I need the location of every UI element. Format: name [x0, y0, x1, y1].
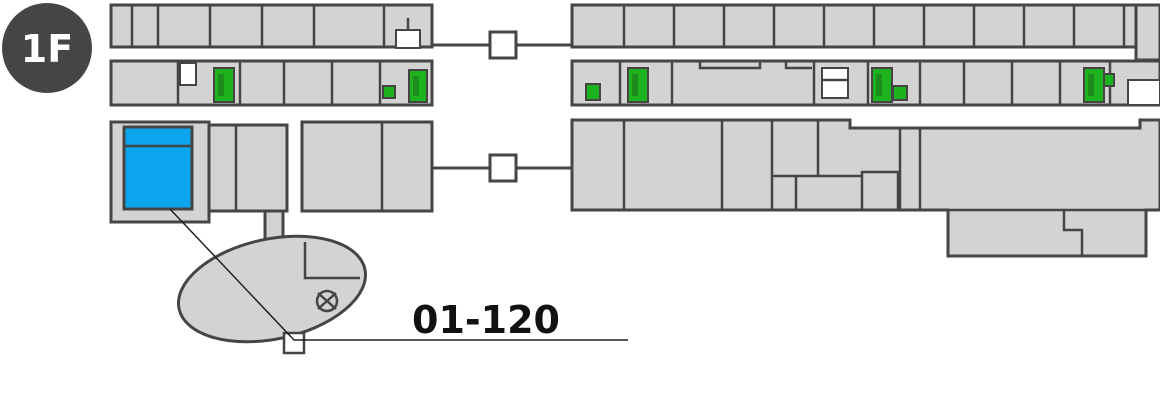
stairs-icon [315, 289, 339, 313]
oval-hall [176, 234, 368, 355]
east-facility-4 [892, 85, 908, 101]
west-room-3 [300, 120, 434, 213]
east-building [570, 3, 1160, 258]
floor-badge: 1F [2, 3, 92, 93]
west-mid-notch [179, 62, 197, 86]
east-facility-1 [585, 83, 601, 101]
oval-hall-shape [176, 234, 368, 344]
east-middle-row [570, 59, 1160, 107]
connector-top [488, 30, 518, 60]
floor-badge-icon [2, 3, 92, 93]
corridors [432, 30, 574, 183]
west-room-2 [207, 123, 289, 213]
east-top-row [570, 3, 1160, 49]
east-top-right-tower [1134, 3, 1160, 62]
west-middle-row [109, 59, 434, 107]
room-number-label: 01-120 [412, 298, 560, 342]
west-top-row [109, 3, 434, 49]
east-bottom-block [570, 118, 1160, 258]
west-top-stair-notch [395, 29, 421, 49]
east-mid-right-notch [1127, 79, 1160, 106]
room-callout: 01-120 [169, 208, 628, 342]
connector-middle [488, 153, 518, 183]
east-facility-6 [1103, 73, 1115, 87]
east-mid-stair [821, 67, 849, 99]
room-01-120[interactable] [122, 125, 194, 211]
floor-label: 1F [21, 27, 73, 71]
leader-line [169, 208, 628, 341]
west-building [109, 3, 434, 243]
oval-hall-entry [282, 331, 306, 355]
west-facility-2 [382, 85, 396, 99]
